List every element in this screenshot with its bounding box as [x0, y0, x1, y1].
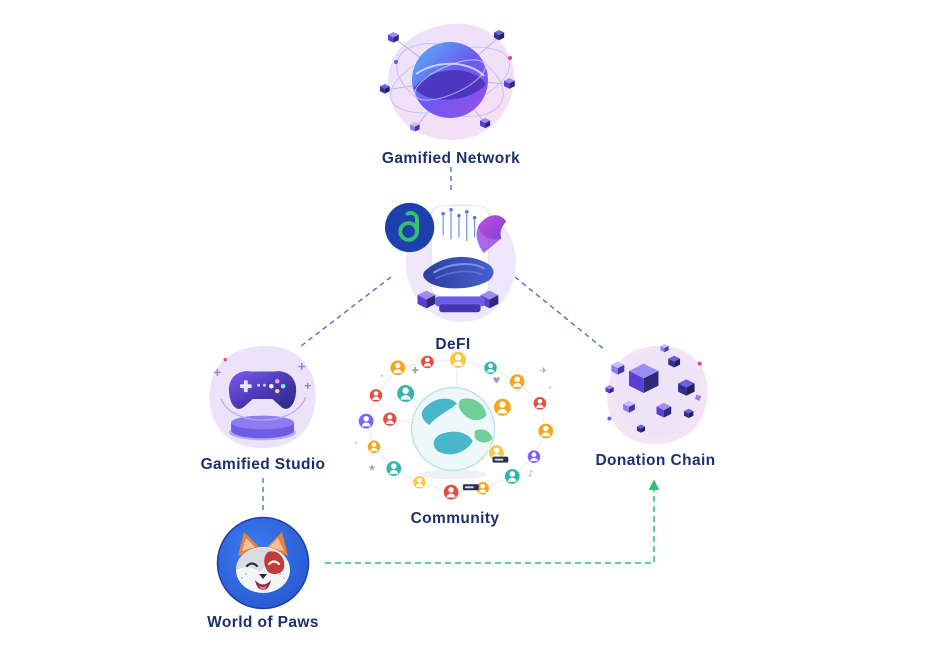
heart-icon: ♥	[493, 377, 501, 387]
gamified-logo	[384, 202, 435, 253]
community-label: Community	[410, 510, 500, 527]
node-donation-chain: Donation Chain	[588, 342, 723, 470]
edge-defi-to-donation	[514, 276, 606, 351]
node-gamified-studio: Gamified Studio	[198, 342, 328, 474]
donation-chain-label: Donation Chain	[595, 452, 716, 469]
world-of-paws-illustration	[216, 516, 310, 610]
node-defi: DeFI	[378, 192, 528, 354]
gamified-network-label: Gamified Network	[381, 150, 521, 167]
gamified-network-illustration	[376, 18, 526, 146]
node-gamified-network: Gamified Network	[366, 18, 536, 168]
world-of-paws-label: World of Paws	[207, 614, 319, 631]
star-icon: ★	[368, 463, 376, 473]
defi-label: DeFI	[435, 336, 471, 353]
node-community: ♪ ♥ ✈ ★ ✚ Community	[343, 350, 567, 528]
defi-illustration	[384, 192, 522, 332]
music-note-icon: ♪	[528, 469, 534, 479]
node-world-of-paws: World of Paws	[207, 516, 319, 632]
community-illustration: ♪ ♥ ✈ ★ ✚	[345, 350, 565, 506]
donation-chain-illustration	[599, 342, 713, 448]
plus-icon: ✚	[412, 367, 419, 377]
gamified-studio-illustration	[201, 342, 325, 452]
gamified-studio-label: Gamified Studio	[200, 456, 326, 473]
send-icon: ✈	[540, 367, 547, 377]
